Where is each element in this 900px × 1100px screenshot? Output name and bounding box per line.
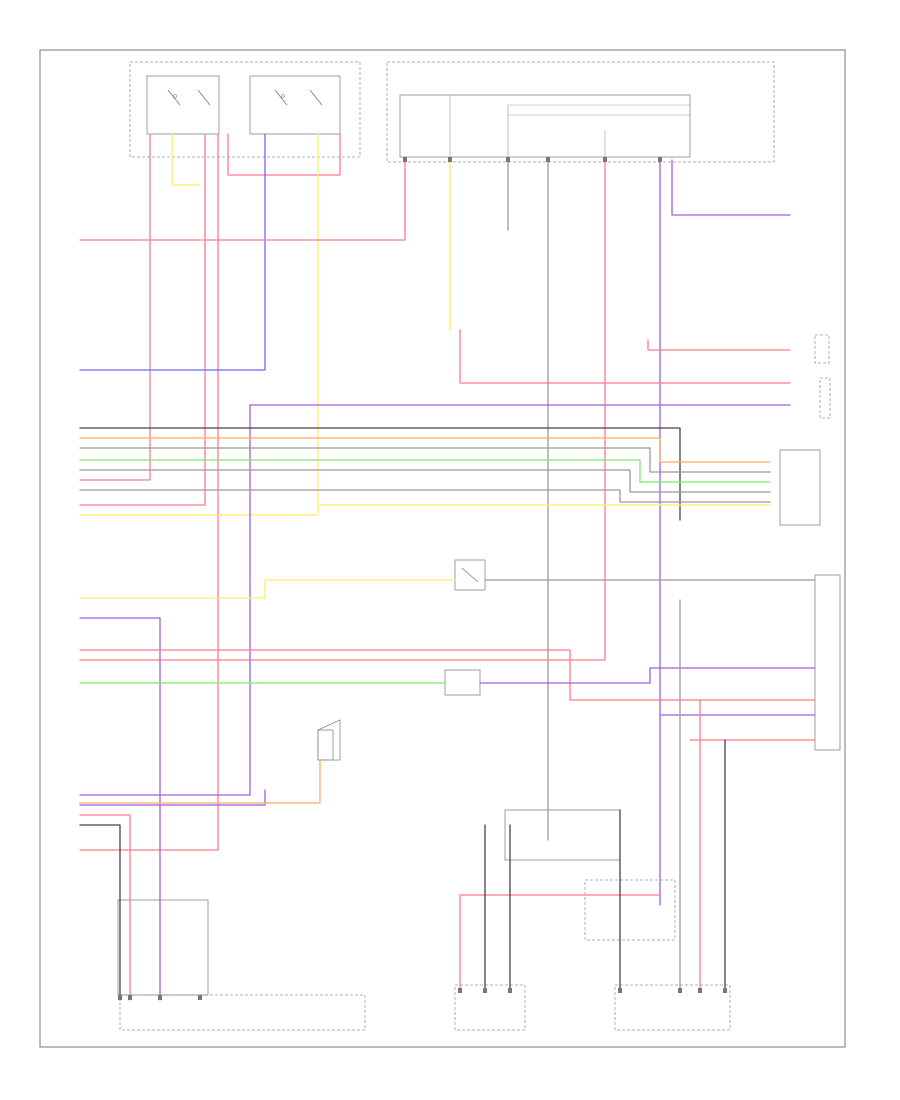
- connector-pins: [118, 157, 727, 1000]
- wire-red-3: [79, 133, 219, 851]
- wire-yellow-1: [171, 133, 201, 186]
- wire-violet-7: [79, 789, 266, 806]
- switch-box-2: [249, 75, 341, 135]
- wire-red-14: [459, 894, 661, 991]
- wire-gray-3: [79, 447, 771, 473]
- wire-yellow-2: [79, 133, 319, 516]
- wire-gray-4: [79, 469, 771, 493]
- switch-box-1: [146, 75, 220, 135]
- wire-violet-6: [479, 667, 816, 684]
- wire-red-8: [79, 159, 606, 661]
- wire-violet-4: [79, 404, 251, 796]
- wire-red-4: [227, 133, 341, 176]
- top-left-switch-assembly: [129, 61, 361, 158]
- wire-red-10: [459, 329, 791, 384]
- wire-green-1: [79, 459, 771, 483]
- bottom-left-module: [117, 899, 366, 1031]
- wire-red-12: [79, 814, 131, 1001]
- wire-red-7: [79, 159, 406, 241]
- wire-black-1: [79, 427, 681, 521]
- bottom-center-modules: [454, 809, 731, 1031]
- wire-orange-2: [79, 759, 321, 804]
- diagram-frame: [39, 49, 846, 1048]
- middle-right-sensor: [779, 334, 841, 751]
- left-connector-group: [317, 719, 341, 761]
- top-right-control-module: [386, 61, 775, 163]
- wire-violet-5: [79, 617, 161, 1001]
- wire-orange-1: [79, 437, 771, 463]
- wire-blue-1: [79, 133, 266, 371]
- wire-yellow-5: [79, 579, 456, 599]
- wire-black-2: [79, 824, 121, 1001]
- wire-red-9: [647, 339, 791, 351]
- wire-red-11: [79, 649, 816, 701]
- wire-violet-2: [671, 159, 791, 216]
- wire-gray-5: [79, 489, 771, 503]
